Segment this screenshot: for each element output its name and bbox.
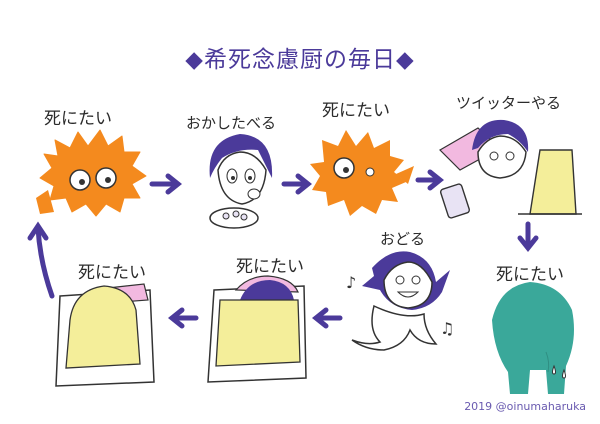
arrow-up-loop-icon [27,221,55,299]
svg-text:♪: ♪ [346,273,356,292]
girl-hidden-in-bed [55,283,155,387]
arrow-left-2-icon [167,307,199,329]
credit-text: 2019 @oinumaharuka [464,400,586,413]
orange-creature-1 [36,129,147,217]
girl-on-twitter [439,119,582,219]
girl-dancing: ♪ ♫ [346,251,454,351]
arrow-right-2-icon [281,173,313,195]
orange-creature-2 [310,130,414,216]
step-7-label: 死にたい [236,257,304,277]
svg-text:♫: ♫ [440,319,454,338]
girl-in-bed [207,275,307,383]
step-6-label: おどる [380,230,426,248]
arrow-right-1-icon [149,173,183,195]
step-8-label: 死にたい [78,263,146,283]
teal-creature [492,282,574,394]
step-2-label: おかしたべる [186,114,277,132]
step-4-label: ツイッターやる [456,94,562,112]
girl-eating [209,134,273,229]
comic-title: ◆希死念慮厨の毎日◆ [185,47,415,73]
arrow-down-icon [517,221,539,253]
step-5-label: 死にたい [496,265,564,285]
arrow-left-1-icon [311,307,343,329]
step-3-label: 死にたい [322,101,390,121]
step-1-label: 死にたい [44,109,112,129]
arrow-right-3-icon [415,169,445,191]
